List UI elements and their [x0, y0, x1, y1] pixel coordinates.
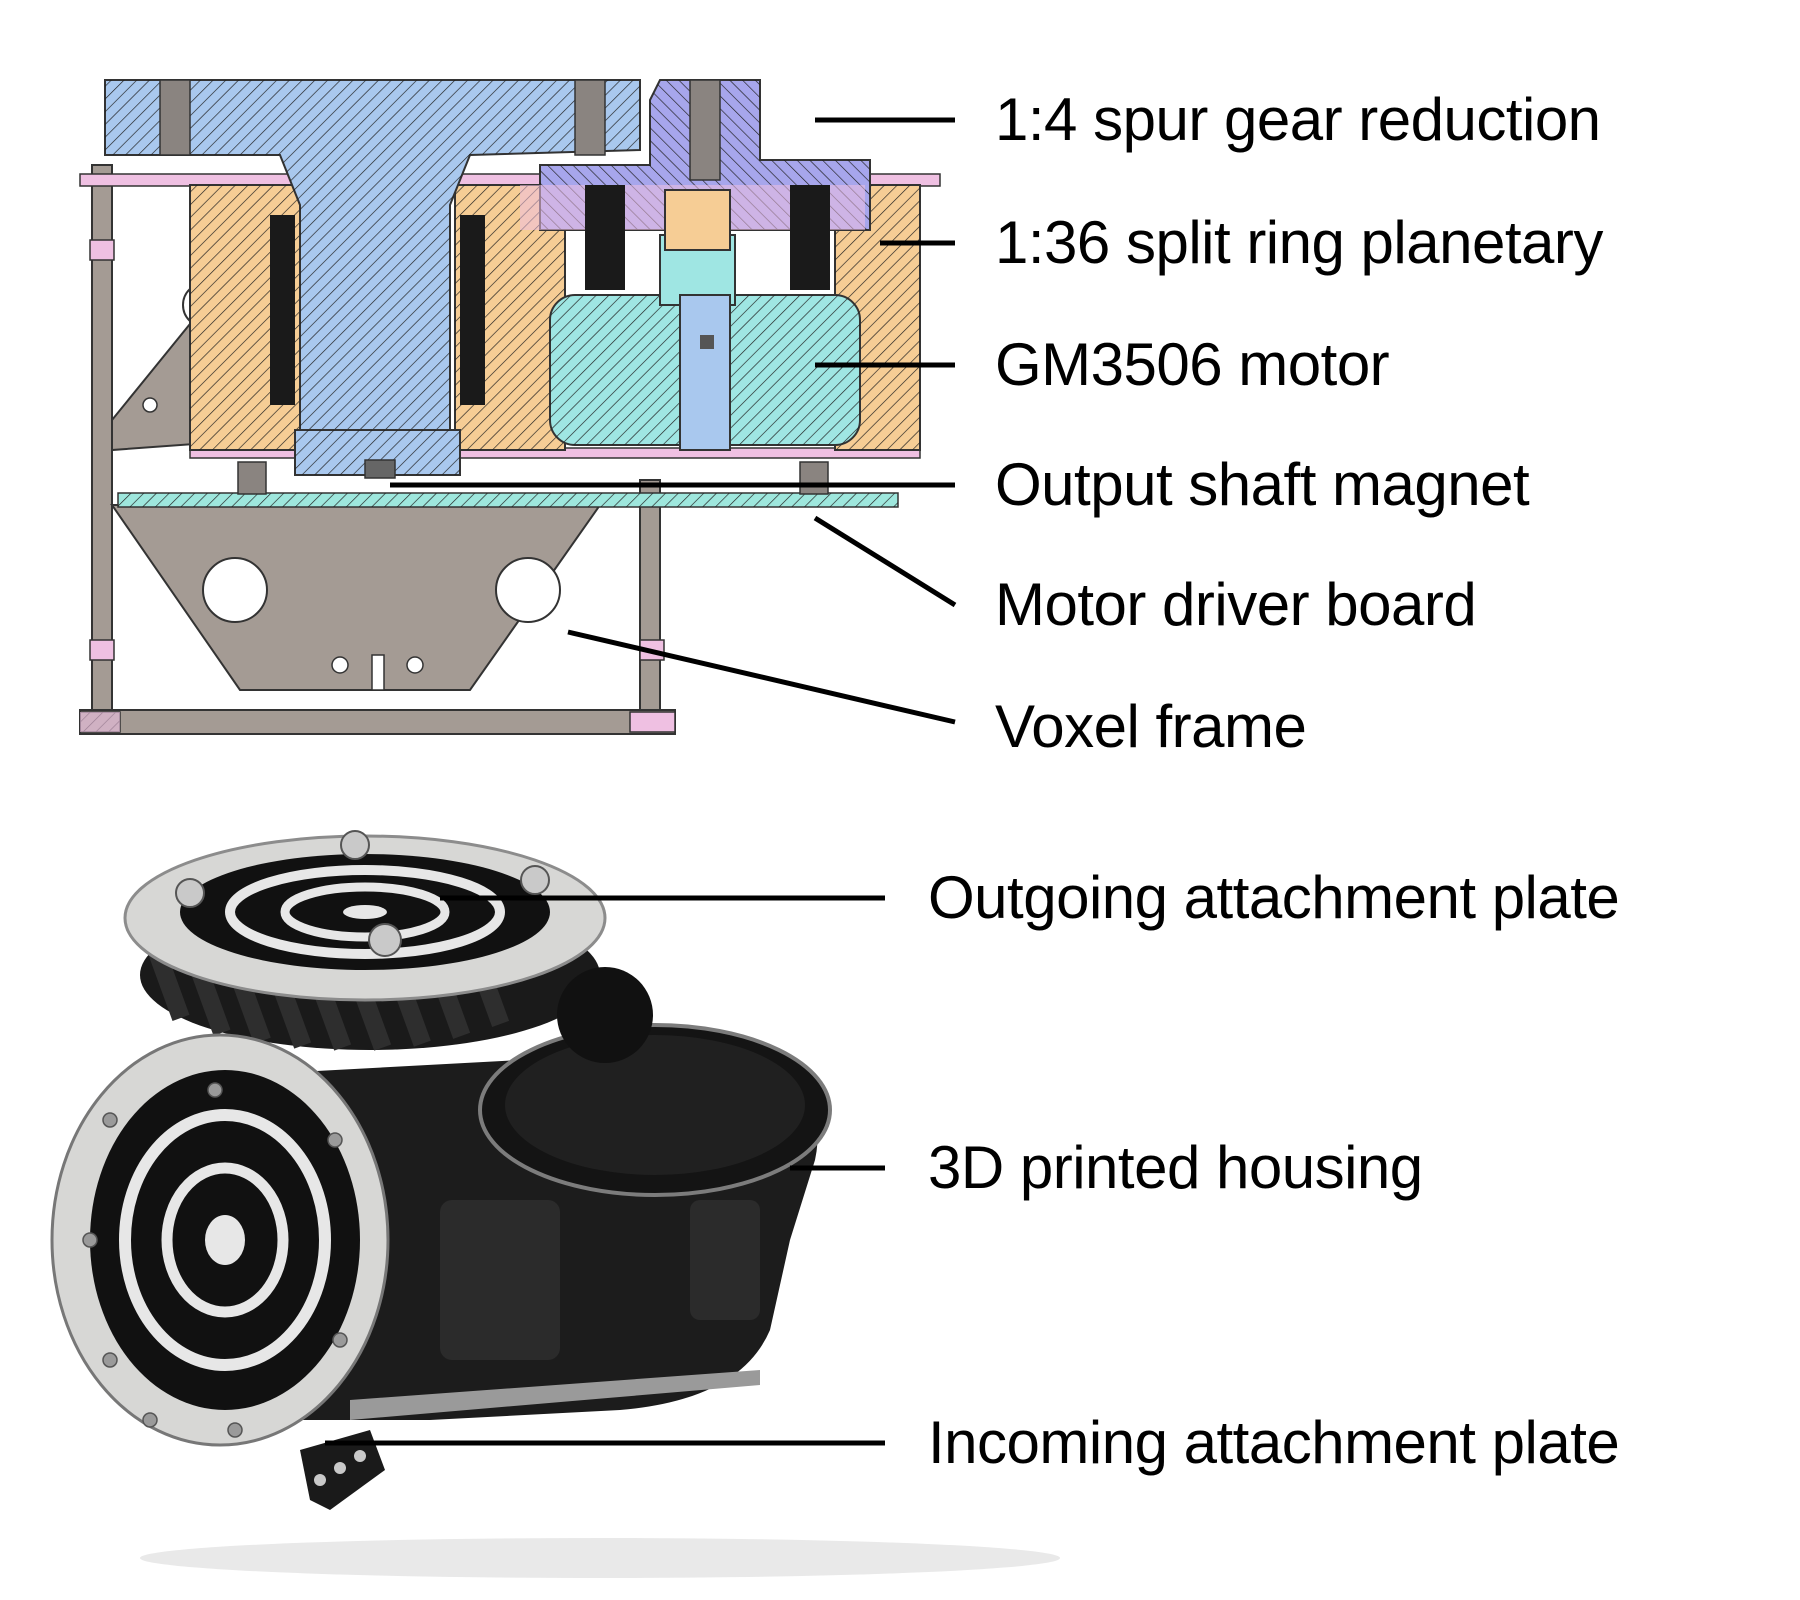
label-output-shaft-magnet: Output shaft magnet [995, 451, 1530, 518]
output-shaft-part [104, 79, 641, 479]
voxel-frame-part [79, 164, 676, 735]
label-outgoing-attachment-plate: Outgoing attachment plate [928, 864, 1620, 931]
label-spur-gear-reduction: 1:4 spur gear reduction [995, 86, 1601, 153]
label-3d-printed-housing: 3D printed housing [928, 1134, 1423, 1201]
actuator-photo [50, 830, 1060, 1578]
motor-driver-board-part [117, 461, 899, 508]
motor-section-part [549, 185, 861, 451]
label-incoming-attachment-plate: Incoming attachment plate [928, 1409, 1620, 1476]
leader-line [567, 629, 956, 725]
label-split-ring-planetary: 1:36 split ring planetary [995, 209, 1603, 276]
leader-line [813, 515, 957, 608]
label-voxel-frame: Voxel frame [995, 693, 1307, 760]
label-motor-driver-board: Motor driver board [995, 571, 1477, 638]
label-motor: GM3506 motor [995, 331, 1390, 398]
